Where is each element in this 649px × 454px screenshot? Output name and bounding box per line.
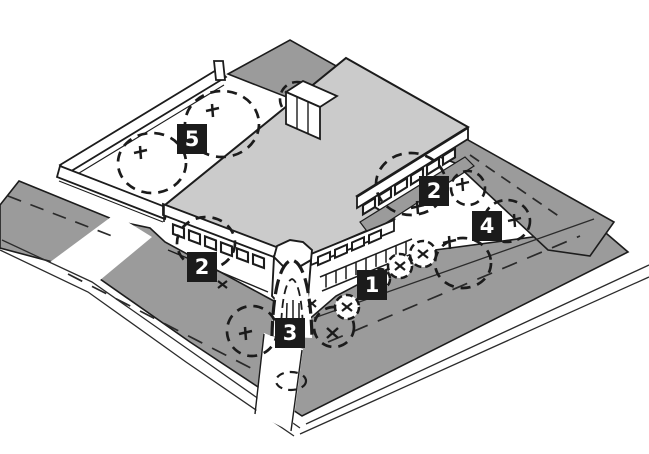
tree-icon <box>433 235 493 290</box>
marker-1: 1 <box>357 270 387 300</box>
entry-walkway <box>254 333 303 432</box>
windows-left-wing <box>171 222 266 270</box>
tree-icon <box>116 131 188 195</box>
shrub-icon <box>386 252 414 280</box>
windows-right-wing <box>361 146 457 217</box>
windows-front-wing <box>317 228 382 267</box>
tree-icon <box>449 169 487 207</box>
terrace-wall-post <box>213 60 226 81</box>
terrace-wall-w <box>55 164 170 221</box>
marker-5: 5 <box>177 124 207 154</box>
left-facade-base <box>167 249 269 293</box>
sidewalk-curbs <box>0 218 649 437</box>
marker-4: 4 <box>472 211 502 241</box>
shrub-icon <box>408 239 438 269</box>
shrub-x-marks <box>217 280 317 308</box>
marker-2-upper: 2 <box>419 176 449 206</box>
roof-bulkhead <box>284 79 339 141</box>
crosswalk <box>38 214 152 300</box>
fascia-right-wing <box>356 126 469 210</box>
shrub-icon <box>333 293 361 321</box>
marker-3: 3 <box>275 318 305 348</box>
marker-2-lower: 2 <box>187 252 217 282</box>
road-centerlines <box>7 154 581 383</box>
